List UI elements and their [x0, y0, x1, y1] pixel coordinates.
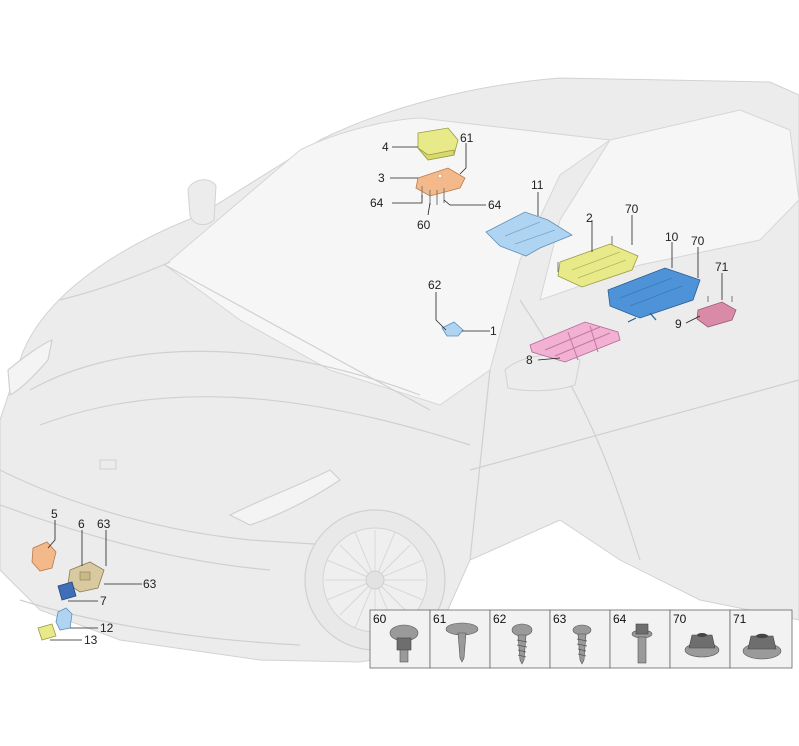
- callout-70: 70: [625, 202, 639, 216]
- part-13-small-module: [37, 623, 57, 641]
- callout-10: 10: [665, 230, 679, 244]
- fastener-legend: 60 61 62: [369, 609, 793, 669]
- flanged-bolt-icon: [389, 624, 419, 663]
- callout-4: 4: [382, 140, 389, 154]
- callout-63: 63: [97, 517, 111, 531]
- part-4-yellow-module: [417, 127, 459, 161]
- legend-number-63: 63: [553, 612, 567, 626]
- callout-5: 5: [51, 507, 58, 521]
- callout-63: 63: [143, 577, 157, 591]
- legend-number-64: 64: [613, 612, 627, 626]
- part-3-orange-bracket: [415, 167, 466, 205]
- part-7-navy-module: [57, 581, 77, 601]
- part-5-front-bracket: [31, 541, 57, 572]
- callout-70: 70: [691, 234, 705, 248]
- pan-head-tapping-screw-icon: [511, 623, 533, 665]
- callout-9: 9: [675, 317, 682, 331]
- callout-64: 64: [488, 198, 502, 212]
- callout-1: 1: [490, 324, 497, 338]
- legend-item-63: 63: [549, 609, 611, 669]
- callout-71: 71: [715, 260, 729, 274]
- part-1-small-bracket: [441, 321, 464, 337]
- callout-62: 62: [428, 278, 442, 292]
- part-11-light-blue-bracket: [485, 211, 573, 257]
- callout-12: 12: [100, 621, 114, 635]
- callout-8: 8: [526, 353, 533, 367]
- part-10-blue-control-unit: [607, 267, 701, 323]
- callout-7: 7: [100, 594, 107, 608]
- flanged-hex-nut-icon: [684, 633, 720, 658]
- trim-clip-screw-icon: [445, 622, 479, 663]
- leader-lines: [47, 143, 723, 641]
- callout-2: 2: [586, 211, 593, 225]
- callout-60: 60: [417, 218, 431, 232]
- car-silhouette: [0, 77, 799, 663]
- callout-64: 64: [370, 196, 384, 210]
- legend-item-61: 61: [429, 609, 491, 669]
- callout-11: 11: [531, 178, 544, 192]
- legend-number-70: 70: [673, 612, 687, 626]
- part-8-pink-frame: [529, 321, 621, 363]
- legend-number-61: 61: [433, 612, 447, 626]
- legend-item-71: 71: [729, 609, 793, 669]
- tapping-screw-icon: [572, 624, 592, 665]
- callout-61: 61: [460, 131, 474, 145]
- callout-6: 6: [78, 517, 85, 531]
- part-2-yellow-control-unit: [557, 236, 639, 288]
- callout-labels: 4 61 3 64 60 64 11 2 70 10 70 71 62 1 9 …: [51, 131, 729, 647]
- legend-item-62: 62: [489, 609, 551, 669]
- part-9-mauve-module: [696, 296, 737, 328]
- legend-item-70: 70: [669, 609, 731, 669]
- callout-13: 13: [84, 633, 98, 647]
- hex-flange-bolt-icon: [631, 623, 653, 664]
- legend-item-64: 64: [609, 609, 671, 669]
- legend-number-60: 60: [373, 612, 387, 626]
- legend-item-60: 60: [369, 609, 431, 669]
- legend-number-62: 62: [493, 612, 507, 626]
- serrated-flange-nut-icon: [742, 633, 782, 660]
- callout-3: 3: [378, 171, 385, 185]
- legend-number-71: 71: [733, 612, 747, 626]
